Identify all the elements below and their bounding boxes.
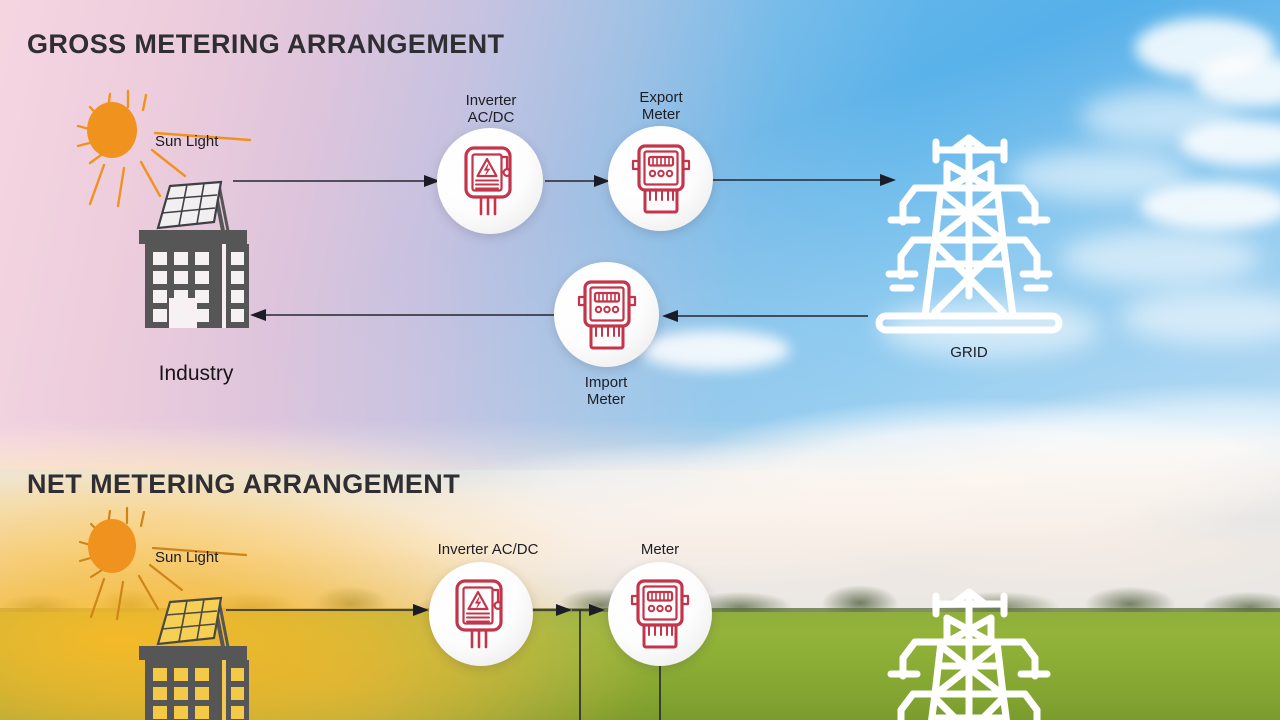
arrow-panel-to-inverter: [233, 175, 440, 187]
inverter-icon: [464, 146, 512, 216]
solar-panel-icon: [156, 180, 223, 230]
sun-light-label-net: Sun Light: [155, 549, 219, 566]
import-meter-node[interactable]: [554, 262, 669, 372]
arrow-grid-to-import-meter: [662, 310, 868, 322]
meter-icon: [630, 579, 690, 649]
inverter-node-gross[interactable]: [437, 128, 553, 239]
inverter-node-net[interactable]: [429, 562, 543, 671]
arrow-inverter-to-meter-net: [531, 604, 605, 616]
inverter-label-net: Inverter AC/DC: [437, 541, 539, 558]
inverter-icon: [455, 579, 503, 649]
gross-section-title: GROSS METERING ARRANGEMENT: [27, 29, 505, 59]
net-section-title: NET METERING ARRANGEMENT: [27, 469, 461, 499]
import-meter-label: Import Meter: [584, 374, 628, 408]
solar-panel-icon: [156, 596, 223, 646]
export-meter-node[interactable]: [608, 126, 723, 236]
sun-light-label-gross: Sun Light: [155, 133, 219, 150]
industry-label: Industry: [158, 362, 234, 385]
sun-icon-net: [78, 506, 248, 621]
arrow-export-meter-to-grid: [709, 174, 896, 186]
meter-icon: [631, 143, 690, 213]
meter-label-net: Meter: [640, 541, 680, 558]
industry-building-with-solar-panel-gross: [139, 180, 249, 328]
building-with-solar-panel-net: [139, 596, 249, 720]
export-meter-label: Export Meter: [639, 89, 683, 123]
grid-transmission-tower-icon-net: [887, 588, 1051, 720]
inverter-label-gross: Inverter AC/DC: [465, 92, 517, 126]
meter-icon: [577, 279, 636, 349]
grid-label: GRID: [950, 344, 988, 361]
arrow-panel-to-inverter-net: [226, 604, 429, 616]
arrow-inverter-to-export-meter: [545, 175, 610, 187]
arrow-import-meter-to-industry: [250, 309, 556, 321]
meter-node-net[interactable]: [608, 562, 722, 671]
grid-transmission-tower-icon: [875, 134, 1063, 334]
sun-icon-gross: [76, 89, 252, 208]
